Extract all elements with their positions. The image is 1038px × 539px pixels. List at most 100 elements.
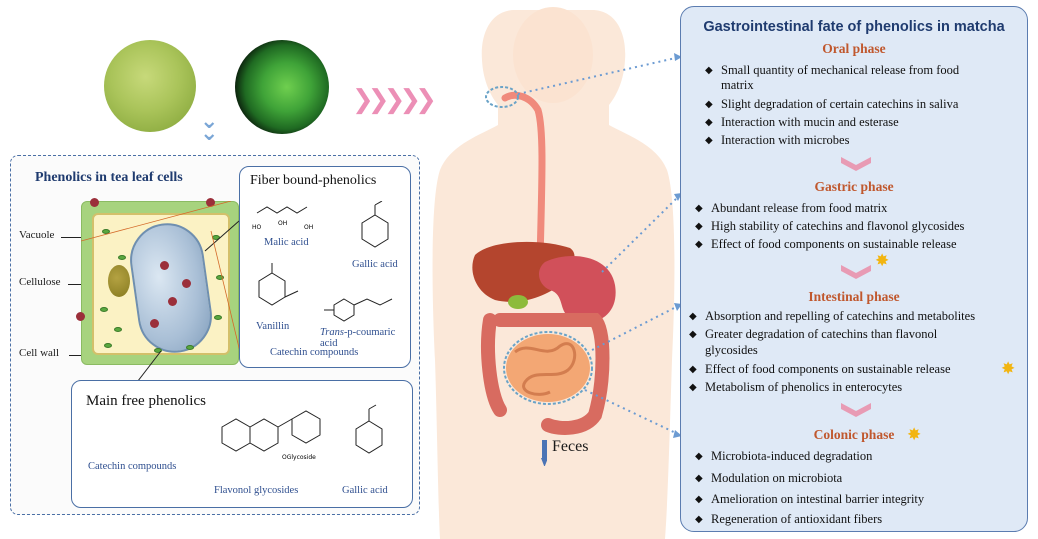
colonic-item: ◆ Regeneration of antioxidant fibers <box>695 512 883 527</box>
oral-item: ◆Small quantity of mechanical release fr… <box>705 63 960 78</box>
intestine-folds <box>514 342 577 396</box>
plant-cell-illustration <box>76 198 239 365</box>
free-box-title: Main free phenolics <box>86 393 206 409</box>
phase-chevron-icon <box>841 157 871 171</box>
phase-chevron-icon <box>841 403 871 417</box>
oral-phase-title: Oral phase <box>822 41 886 56</box>
intestine-highlight <box>503 331 593 405</box>
colonic-item-text: Microbiota-induced degradation <box>711 449 873 463</box>
intestinal-item: ◆Greater degradation of catechins than f… <box>689 327 937 342</box>
oral-item: ◆Slight degradation of certain catechins… <box>705 97 958 112</box>
colonic-item-text: Regeneration of antioxidant fibers <box>711 512 883 526</box>
phenolic-marker <box>160 261 169 270</box>
oral-item: ◆Interaction with mucin and esterase <box>705 115 899 130</box>
stomach-shape <box>538 255 616 323</box>
matcha-tea-cup-image <box>235 40 329 134</box>
diamond-bullet-icon: ◆ <box>695 239 703 250</box>
intestinal-item: ◆Metabolism of phenolics in enterocytes <box>689 380 902 395</box>
svg-text:HO: HO <box>252 224 262 231</box>
malic-acid-label: Malic acid <box>264 237 309 248</box>
label-vacuole: Vacuole <box>19 229 55 241</box>
chloroplast <box>104 343 112 348</box>
vanillin-label: Vanillin <box>256 321 290 332</box>
diamond-bullet-icon: ◆ <box>689 329 697 340</box>
colonic-item: ◆ Microbiota-induced degradation <box>695 449 873 464</box>
gastric-item: ◆ Effect of food components on sustainabl… <box>695 237 957 252</box>
chevron-right-arrows-icon: ❯❯❯❯❯ <box>352 85 437 115</box>
intestinal-item-text: Effect of food components on sustainable… <box>705 362 951 376</box>
phenolic-marker <box>90 198 99 207</box>
matcha-powder-image <box>104 40 196 132</box>
colonic-phase-title: Colonic phase <box>813 427 895 442</box>
diamond-bullet-icon: ◆ <box>695 494 703 505</box>
colonic-item: ◆ Amelioration on intestinal barrier inte… <box>695 492 925 507</box>
colonic-item: ◆ Modulation on microbiota <box>695 471 843 486</box>
star-icon: ✸ <box>907 425 922 445</box>
gastrointestinal-fate-panel: Gastrointestinal fate of phenolics in ma… <box>680 6 1028 532</box>
diamond-bullet-icon: ◆ <box>705 135 713 146</box>
oral-item: ◆ Interaction with microbes <box>705 133 850 148</box>
feces-arrow-icon <box>541 440 547 466</box>
diamond-bullet-icon: ◆ <box>695 451 703 462</box>
flavonol-glycoside-structure: OGlycoside <box>221 410 321 461</box>
coumaric-italic-prefix: Trans <box>320 327 344 338</box>
malic-acid-structure: HO OH OH <box>252 206 313 231</box>
fiber-box-title: Fiber bound-phenolics <box>250 173 377 188</box>
intestinal-item-continued: glycosides <box>705 343 758 358</box>
diamond-bullet-icon: ◆ <box>695 203 703 214</box>
chloroplast <box>186 345 194 350</box>
gallic-acid-label: Gallic acid <box>352 259 398 270</box>
connector-arrowhead <box>674 53 682 61</box>
fiber-bound-phenolics-box: Fiber bound-phenolics HO OH OH Malic aci… <box>239 166 411 368</box>
phenolic-marker <box>76 312 85 321</box>
diamond-bullet-icon: ◆ <box>695 514 703 525</box>
diamond-bullet-icon: ◆ <box>705 99 713 110</box>
oral-connector <box>517 56 681 95</box>
oral-item-text: Small quantity of mechanical release fro… <box>721 63 960 77</box>
chloroplast <box>216 275 224 280</box>
human-body-illustration <box>432 7 682 539</box>
gastric-item-text: Effect of food components on sustainable… <box>711 237 957 251</box>
gallbladder-shape <box>508 295 528 309</box>
coumaric-acid-structure <box>324 298 393 322</box>
gallic-acid-structure <box>361 201 389 248</box>
large-intestine <box>481 313 610 435</box>
small-intestine <box>506 334 590 402</box>
phenolic-marker <box>206 198 215 207</box>
gastric-item-text: High stability of catechins and flavonol… <box>711 219 965 233</box>
colonic-item-text: Modulation on microbiota <box>711 471 843 485</box>
head-shape <box>513 7 593 103</box>
phenolic-marker <box>150 319 159 328</box>
fate-panel-title: Gastrointestinal fate of phenolics in ma… <box>703 19 1005 35</box>
star-icon: ✸ <box>875 251 890 271</box>
oral-item-continued: matrix <box>721 78 754 93</box>
chloroplast <box>114 327 122 332</box>
phenolic-marker <box>182 279 191 288</box>
svg-text:OH: OH <box>278 220 287 227</box>
free-phenolics-box: Main free phenolics Catechin compounds O… <box>71 380 413 508</box>
gastric-item: ◆Abundant release from food matrix <box>695 201 887 216</box>
vanillin-structure <box>258 263 299 306</box>
intestinal-connector <box>591 304 681 351</box>
nucleus-shape <box>108 265 130 297</box>
free-gallic-acid-structure <box>355 404 383 454</box>
intestinal-item: ◆Effect of food components on sustainabl… <box>689 362 951 377</box>
intestinal-item: ◆ Absorption and repelling of catechins a… <box>689 309 976 324</box>
chloroplast <box>214 315 222 320</box>
diamond-bullet-icon: ◆ <box>689 311 697 322</box>
gastric-item: ◆High stability of catechins and flavono… <box>695 219 965 234</box>
label-cellulose: Cellulose <box>19 276 61 288</box>
chloroplast <box>102 229 110 234</box>
diamond-bullet-icon: ◆ <box>689 382 697 393</box>
intestinal-item-text: Absorption and repelling of catechins an… <box>705 309 976 323</box>
intestinal-phase-title: Intestinal phase <box>808 289 900 304</box>
intestinal-item-text: glycosides <box>705 343 758 357</box>
colonic-item-text: Amelioration on intestinal barrier integ… <box>711 492 925 506</box>
connector-arrowhead <box>673 430 682 438</box>
diamond-bullet-icon: ◆ <box>695 473 703 484</box>
coumaric-acid-label: Trans-p-coumaric acid <box>320 327 410 349</box>
star-icon: ✸ <box>1001 359 1016 379</box>
coumaric-rest-label: -p-coumaric acid <box>320 327 396 349</box>
oral-item-text: Interaction with microbes <box>721 133 850 147</box>
free-gallic-acid-label: Gallic acid <box>342 485 388 496</box>
